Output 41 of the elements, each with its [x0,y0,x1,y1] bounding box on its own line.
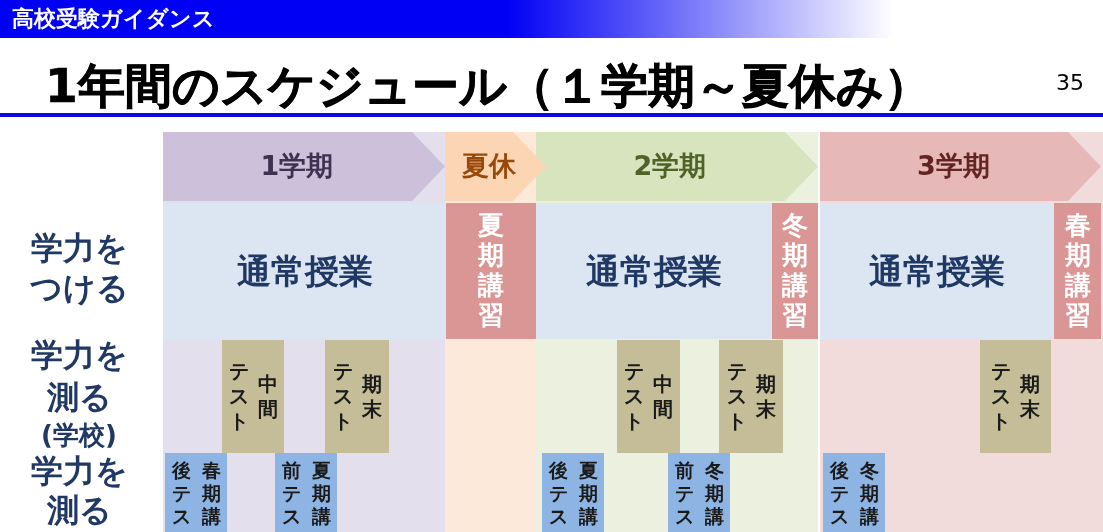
test-block [617,340,680,453]
test-label: 春期講後テス [171,459,221,528]
row-heading: 学力を測る [29,452,129,530]
lesson-band [163,203,446,339]
course-label: 冬期講習 [782,211,808,331]
term-label: 1学期 [260,150,334,183]
test-block [275,453,337,532]
test-block [222,340,284,453]
test-block [165,453,227,532]
test-label: 夏期講後テス [548,459,598,528]
page-title: 1年間のスケジュール（１学期～夏休み） [45,62,931,111]
test-block [542,453,604,532]
test-block [823,453,885,532]
course-label: 夏期講習 [478,211,504,331]
course-band [446,203,536,339]
test-label: 冬期講前テス [674,459,724,528]
test-block [980,340,1051,453]
lesson-band [536,203,772,339]
lesson-label: 通常授業 [586,250,722,292]
row-heading: 学力をつける [28,228,130,308]
term-label: 夏休 [461,150,516,183]
page-number: 35 [1056,70,1084,97]
term-label: 2学期 [633,150,707,183]
lesson-band [820,203,1054,339]
test-block [325,340,389,453]
course-band [1054,203,1101,339]
term-header-band [163,132,445,201]
lesson-label: 通常授業 [869,250,1005,292]
test-label: 夏期講前テス [281,459,331,528]
term-label: 3学期 [917,150,990,183]
row-heading: 学力を測る [29,335,129,418]
test-label: 冬期講後テス [829,459,879,528]
course-band [772,203,818,339]
term-header-band [536,132,818,201]
term-header-band [820,132,1101,201]
lesson-label: 通常授業 [236,250,373,292]
header-label: 高校受験ガイダンス [12,5,215,33]
test-block [719,340,783,453]
course-label: 春期講習 [1064,211,1091,331]
row-heading-note: (学校) [40,420,118,450]
test-block [668,453,730,532]
